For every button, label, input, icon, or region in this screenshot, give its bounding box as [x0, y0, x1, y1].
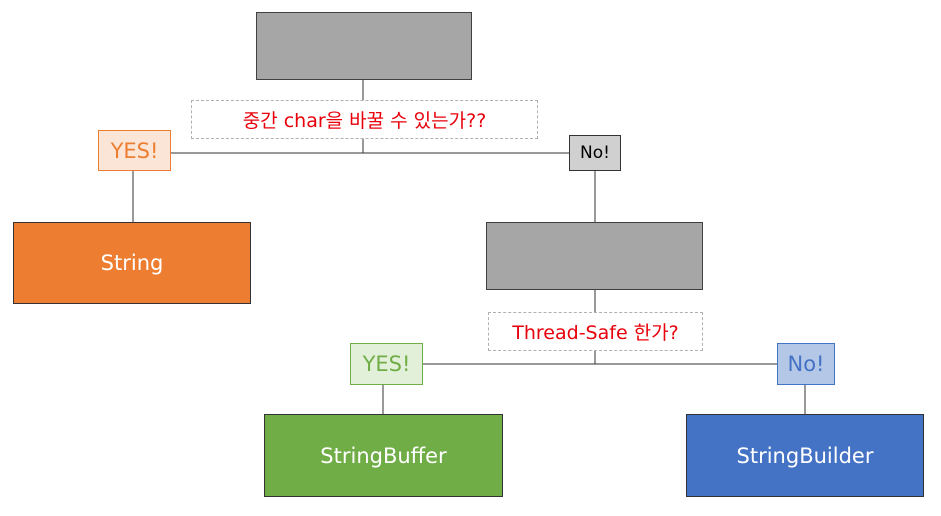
stringbuffer-result-box: StringBuffer [264, 414, 503, 497]
stringbuilder-result-box: StringBuilder [686, 414, 924, 497]
no-1-tag: No! [569, 135, 621, 171]
yes-2-tag: YES! [350, 343, 423, 385]
top-decision-box [256, 12, 472, 80]
string-result-box: String [13, 222, 251, 304]
mid-decision-box [486, 222, 703, 290]
question-2-label: Thread-Safe 한가? [488, 312, 703, 351]
yes-1-tag: YES! [98, 130, 171, 171]
question-1-label: 중간 char을 바꿀 수 있는가?? [191, 100, 538, 139]
no-2-tag: No! [777, 343, 835, 385]
